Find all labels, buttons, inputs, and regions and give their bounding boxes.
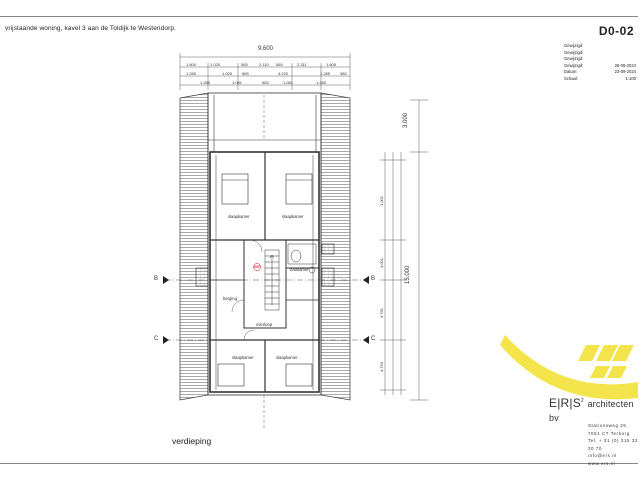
- room-label-storage: berging: [223, 296, 237, 301]
- firm-address: Stationsweg 25 7061 CT Terborg Tel. + 31…: [588, 422, 640, 467]
- dim-r3-2: 565: [262, 80, 269, 85]
- project-title: vrijstaande woning, kavel 3 aan de Toldi…: [5, 25, 176, 32]
- dim-r2-3: 4.220: [278, 71, 289, 76]
- dim-r2-4: 1.285: [320, 71, 331, 76]
- firm-street: Stationsweg 25: [588, 423, 627, 428]
- room-label-hallway: overloop: [256, 322, 273, 327]
- room-label-bedroom-ne: slaapkamer: [282, 214, 304, 219]
- firm-logo-text: E|R|S2 architecten bv: [549, 396, 640, 424]
- section-label-c-left: C: [154, 336, 159, 342]
- dim-r1-0: 1.800: [186, 62, 197, 67]
- room-label-bedroom-nw: slaapkamer: [228, 214, 250, 219]
- section-lines: [165, 279, 365, 341]
- dim-r1-6: 1.605: [326, 62, 337, 67]
- room-label-bedroom-se: slaapkamer: [276, 355, 298, 360]
- firm-city: 7061 CT Terborg: [588, 430, 630, 436]
- section-label-b-left: B: [154, 276, 159, 282]
- room-label-wm: wm: [254, 264, 261, 269]
- dim-r2-5: 385: [340, 71, 347, 76]
- dim-r3-0: 1.285: [200, 80, 211, 85]
- meta-row: Gewijzigd:: [564, 56, 584, 62]
- dim-r2-1: 1.025: [222, 71, 233, 76]
- sheet-border: [0, 16, 638, 464]
- dim-r3-3: 1.081: [283, 80, 294, 85]
- meta-row: Datum:23-09-2024: [564, 69, 636, 75]
- beds: [217, 173, 313, 387]
- firm-logo-graphic: [500, 335, 638, 400]
- meta-row: Gewijzigd:: [564, 49, 584, 55]
- dim-r2-0: 1.285: [186, 71, 197, 76]
- title-block-metadata: Gewijzigd: Gewijzigd: Gewijzigd: Gewijzi…: [564, 43, 636, 83]
- dimension-lines-right: [380, 99, 428, 401]
- right-dim-1: 4.001: [379, 257, 384, 268]
- dim-r1-2: 565: [241, 62, 248, 67]
- firm-contact: info@ers.nl www.ers.nl: [588, 453, 617, 466]
- right-dim-3: 4.750: [379, 361, 384, 372]
- floor-label: verdieping: [172, 436, 212, 446]
- bathroom-fixtures: [253, 243, 317, 274]
- firm-logo-superscript: 2: [580, 398, 584, 404]
- sheet-code: D0-02: [598, 24, 634, 38]
- firm-phone: Tel. + 31 (0) 315 32 30 70: [588, 438, 638, 451]
- overall-length-dim: 15.000: [405, 265, 411, 284]
- dim-r1-1: 1.025: [210, 62, 221, 67]
- meta-row: Gewijzigd:: [564, 43, 584, 48]
- door-swings: [231, 239, 263, 341]
- right-dim-2: 4.781: [379, 307, 384, 318]
- room-label-bedroom-sw: slaapkamer: [232, 355, 254, 360]
- roof-left: [179, 92, 209, 401]
- dim-r1-4: 565: [276, 62, 283, 67]
- top-dim: 3.000: [403, 112, 409, 128]
- dimension-lines-top: [179, 53, 351, 90]
- meta-row: Gewijzigd:25-09-2024: [564, 62, 636, 68]
- room-label-bathroom: badkamer: [290, 267, 309, 272]
- firm-name: architecten bv: [549, 399, 634, 423]
- section-label-b-right: B: [371, 276, 376, 282]
- meta-row: Schaal:1:100: [564, 75, 636, 81]
- dim-r1-5: 2.311: [297, 62, 307, 67]
- dim-r3-1: 1.081: [232, 80, 243, 85]
- section-markers: [163, 276, 369, 344]
- overall-width-dim: 9.600: [258, 46, 274, 52]
- dim-r2-2: 565: [242, 71, 249, 76]
- right-dim-0: 1.001: [379, 195, 384, 206]
- walls: [207, 92, 322, 430]
- dim-r3-4: 1.285: [316, 80, 327, 85]
- section-label-c-right: C: [371, 336, 376, 342]
- firm-logo-mark: E|R|S: [549, 396, 581, 410]
- dormers: [195, 243, 335, 287]
- dim-r1-3: 2.110: [259, 62, 269, 67]
